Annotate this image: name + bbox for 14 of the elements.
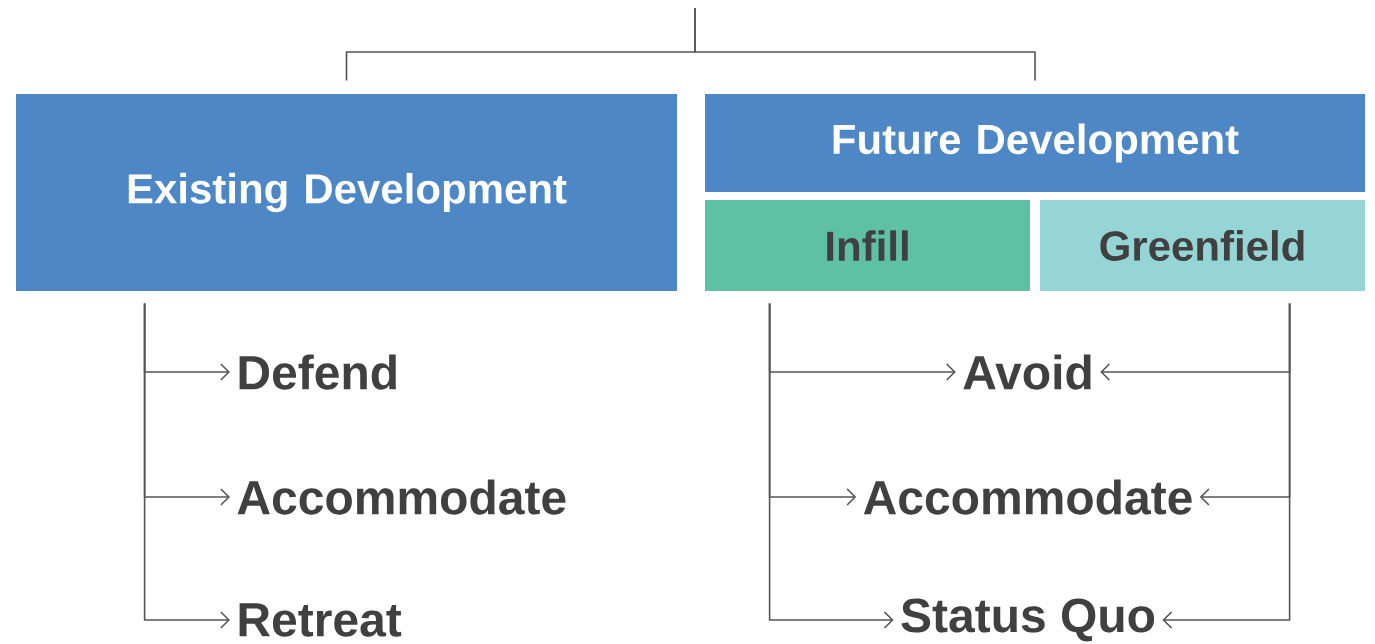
- option-label: Accommodate: [237, 479, 566, 515]
- option-label: Defend: [239, 354, 396, 390]
- arrow: [143, 302, 230, 629]
- option-label: Avoid: [963, 354, 1091, 390]
- connector-line: [694, 7, 1036, 82]
- option-label: Retreat: [239, 603, 402, 637]
- category-box: Infill: [705, 200, 1030, 291]
- category-box: Greenfield: [1040, 200, 1365, 291]
- arrow: [768, 302, 894, 629]
- category-box: Existing Development: [16, 94, 677, 291]
- option-label: Accommodate: [863, 479, 1192, 515]
- option-label: Status Quo: [901, 598, 1155, 642]
- category-box: Future Development: [705, 94, 1365, 192]
- arrow: [1162, 302, 1291, 629]
